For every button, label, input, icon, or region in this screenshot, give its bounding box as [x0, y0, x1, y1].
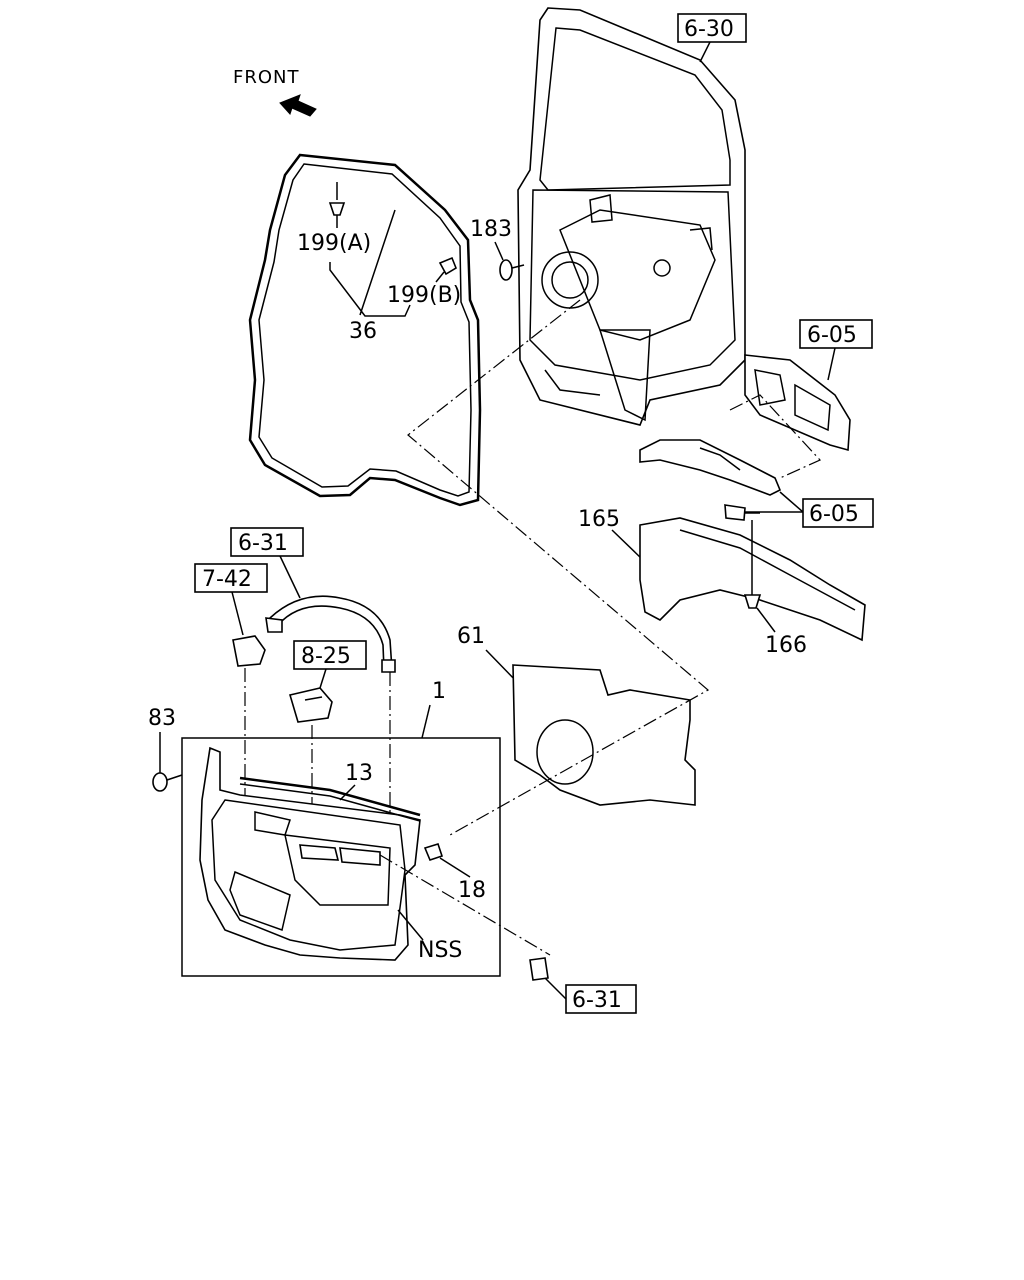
ref-6-31-bottom-label: 6-31 [572, 988, 622, 1013]
part-13-label: 13 [345, 761, 373, 786]
front-arrow-icon [279, 94, 317, 117]
ref-box-6-05-mid [802, 498, 874, 528]
switch-7-42-icon [232, 635, 266, 667]
cap-6-31-icon [529, 957, 549, 981]
ref-8-25-label: 8-25 [301, 644, 351, 669]
clip-199b-icon [435, 256, 457, 283]
plug-183-icon [499, 259, 513, 281]
part-61-label: 61 [457, 624, 485, 649]
front-indicator: FRONT [233, 67, 317, 117]
window-switch-8-25-icon [288, 687, 333, 723]
ref-6-05-mid-label: 6-05 [809, 502, 859, 527]
ref-box-6-31-bottom [565, 984, 637, 1014]
front-label: FRONT [233, 67, 300, 88]
ref-box-8-25 [293, 640, 367, 670]
grab-handle [265, 595, 396, 673]
part-nss-label: NSS [418, 938, 462, 963]
part-36-label: 36 [349, 319, 377, 344]
inner-seal-13 [239, 776, 421, 822]
clip-199a-icon [328, 182, 346, 228]
clip-83-icon [152, 772, 183, 792]
ref-box-6-30 [677, 13, 747, 43]
assembly-box-1 [181, 737, 501, 977]
weatherstrip [248, 153, 482, 507]
ref-box-6-31-top [230, 527, 304, 557]
bolt-icon [724, 504, 760, 521]
door-trim-panel [199, 746, 421, 961]
part-165-label: 165 [578, 507, 620, 532]
part-166-label: 166 [765, 633, 807, 658]
part-83-label: 83 [148, 706, 176, 731]
ref-6-30-label: 6-30 [684, 17, 734, 42]
clip-18-icon [423, 843, 444, 861]
part-199a-label: 199(A) [297, 231, 371, 256]
ref-6-05-top-label: 6-05 [807, 323, 857, 348]
ref-box-6-05-top [799, 319, 873, 349]
ref-7-42-label: 7-42 [202, 567, 252, 592]
handle-bracket [639, 439, 782, 496]
part-1-label: 1 [432, 679, 446, 704]
door-frame [517, 7, 746, 426]
part-183-label: 183 [470, 217, 512, 242]
armrest-bracket [744, 354, 851, 452]
ref-6-31-top-label: 6-31 [238, 531, 288, 556]
part-199b-label: 199(B) [387, 283, 461, 308]
part-18-label: 18 [458, 878, 486, 903]
ref-box-7-42 [194, 563, 268, 593]
screw-166-icon [743, 520, 762, 609]
